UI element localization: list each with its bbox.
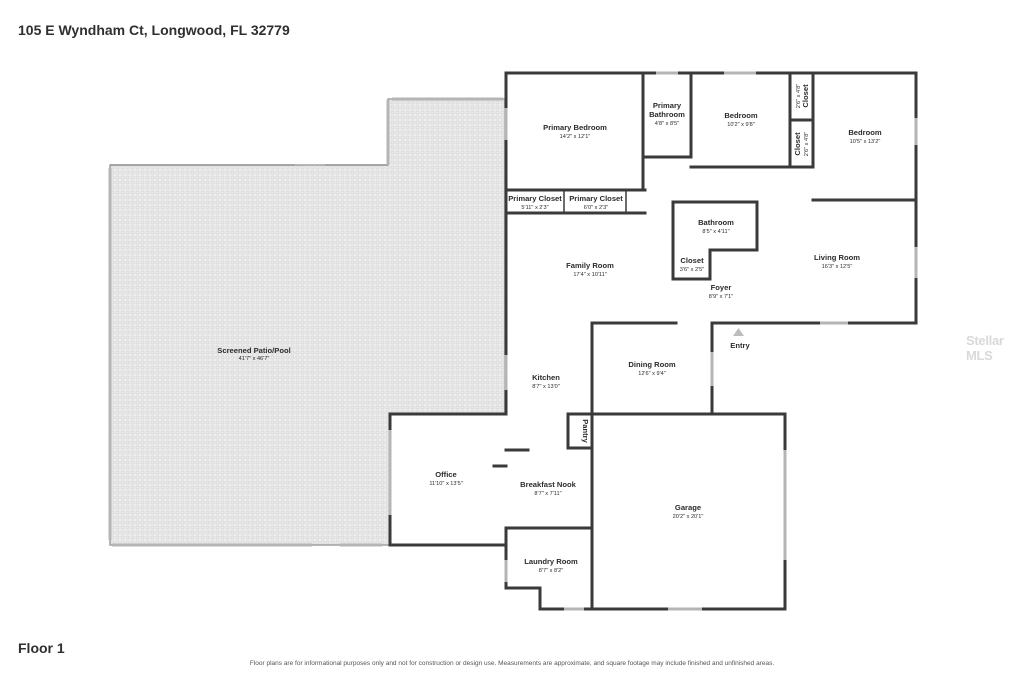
label-bathroom: Bathroom [698,218,734,227]
dim-primary-bedroom: 14'2" x 12'1" [560,134,591,140]
label-bedroom-2: Bedroom [848,128,882,137]
label-patio: Screened Patio/Pool [217,346,290,355]
dim-closet-lower: 2'6" x 4'8" [804,132,810,156]
label-laundry-room: Laundry Room [524,557,578,566]
dim-primary-closet-2: 6'0" x 2'3" [584,205,608,211]
property-address: 105 E Wyndham Ct, Longwood, FL 32779 [18,22,290,38]
dim-dining-room: 12'6" x 9'4" [638,371,666,377]
dim-patio: 41'7" x 46'7" [239,356,270,362]
dim-laundry-room: 8'7" x 8'2" [539,568,563,574]
dim-office: 11'10" x 13'5" [429,481,462,487]
room-labels: Screened Patio/Pool 41'7" x 46'7" Primar… [217,84,882,574]
label-primary-bathroom-1: Primary [653,101,682,110]
label-dining-room: Dining Room [628,360,675,369]
dim-bedroom-2: 10'5" x 13'2" [850,139,881,145]
dim-primary-bathroom: 4'8" x 8'5" [655,121,679,127]
label-family-room: Family Room [566,261,614,270]
entry-arrow-icon [733,328,744,336]
label-garage: Garage [675,503,701,512]
label-closet-foyer: Closet [680,256,704,265]
label-living-room: Living Room [814,253,860,262]
label-foyer: Foyer [711,283,732,292]
label-breakfast-nook: Breakfast Nook [520,480,576,489]
disclaimer: Floor plans are for informational purpos… [249,660,775,667]
dim-garage: 20'2" x 20'1" [673,514,704,520]
label-primary-closet-2: Primary Closet [569,194,623,203]
dim-primary-closet-1: 5'11" x 2'3" [521,205,548,211]
dim-living-room: 16'3" x 12'5" [822,264,853,270]
label-closet-upper: Closet [801,84,810,108]
windows [388,71,918,611]
dim-bathroom: 8'5" x 4'11" [702,229,729,235]
dim-breakfast-nook: 8'7" x 7'11" [534,491,561,497]
watermark: Stellar MLS [966,333,1004,363]
dim-closet-upper: 2'6" x 4'8" [796,84,802,108]
label-entry: Entry [730,341,750,350]
dim-foyer: 8'9" x 7'1" [709,294,733,300]
label-primary-bedroom: Primary Bedroom [543,123,607,132]
label-pantry: Pantry [581,419,590,443]
dim-bedroom-1: 10'2" x 9'8" [727,122,755,128]
floor-label: Floor 1 [18,640,65,656]
label-kitchen: Kitchen [532,373,560,382]
label-primary-bathroom-2: Bathroom [649,110,685,119]
screened-patio-area [108,97,506,547]
label-office: Office [435,470,457,479]
dim-kitchen: 8'7" x 13'0" [532,384,560,390]
label-closet-lower: Closet [793,132,802,156]
interior-walls [492,71,918,611]
label-bedroom-1: Bedroom [724,111,758,120]
dim-family-room: 17'4" x 10'11" [573,272,606,278]
dim-closet-foyer: 3'6" x 2'5" [680,267,704,273]
label-primary-closet-1: Primary Closet [508,194,562,203]
